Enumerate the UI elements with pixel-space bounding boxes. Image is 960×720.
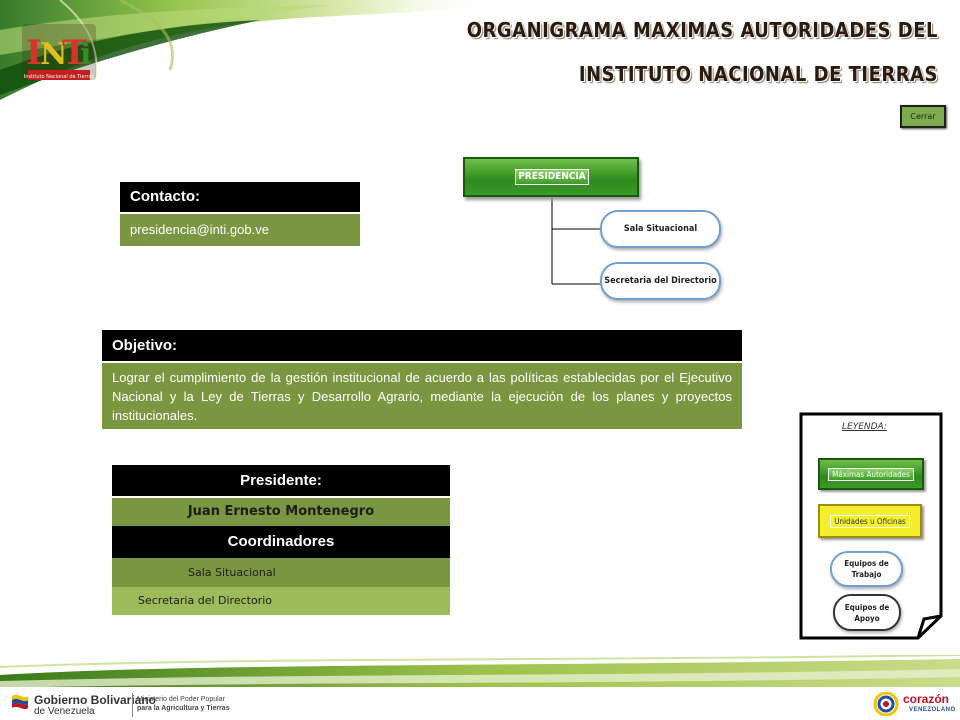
ministerio-line2: para la Agricultura y Tierras	[137, 705, 230, 712]
contact-email: presidencia@inti.gob.ve	[120, 214, 360, 246]
legend-maximas-autoridades: Máximas Autoridades	[818, 458, 924, 490]
page-title-line1: ORGANIGRAMA MAXIMAS AUTORIDADES DEL	[466, 18, 938, 42]
svg-text:N: N	[40, 37, 67, 72]
footer-divider	[132, 693, 133, 717]
legend-unidades-oficinas: Unidades u Oficinas	[818, 504, 922, 538]
coordinator-item: Secretaria del Directorio	[112, 587, 450, 615]
org-node-secretaria-directorio[interactable]: Secretaria del Directorio	[600, 262, 721, 300]
page-title-line2: INSTITUTO NACIONAL DE TIERRAS	[578, 62, 938, 86]
svg-text:i: i	[80, 37, 91, 72]
gobierno-line1: Gobierno Bolivariano	[34, 693, 157, 707]
president-name: Juan Ernesto Montenegro	[112, 498, 450, 526]
svg-text:T: T	[62, 33, 87, 73]
legend-title: LEYENDA:	[842, 422, 887, 432]
venezuela-flag-icon	[12, 694, 28, 710]
legend-equipos-apoyo: Equipos de Apoyo	[833, 594, 901, 631]
org-node-presidencia[interactable]	[463, 157, 639, 197]
org-node-sala-situacional[interactable]: Sala Situacional	[600, 210, 721, 248]
legend-maximas-label: Máximas Autoridades	[828, 467, 914, 481]
corazon-text: corazón	[903, 692, 950, 706]
legend-unidades-label: Unidades u Oficinas	[830, 514, 910, 528]
corazon-venezolano-icon	[873, 692, 899, 716]
footer-decoration	[0, 655, 960, 688]
objective-text: Lograr el cumplimiento de la gestión ins…	[102, 363, 742, 429]
coordinators-heading: Coordinadores	[112, 526, 450, 558]
venezolano-text: VENEZOLANO	[909, 707, 956, 713]
footer-bar	[0, 687, 960, 720]
close-button[interactable]: Cerrar	[900, 105, 946, 128]
coordinator-item: Sala Situacional	[112, 558, 450, 587]
org-connectors	[551, 195, 602, 285]
inti-logo: I N T i Instituto Nacional de Tierras	[22, 20, 96, 86]
objective-heading: Objetivo:	[102, 330, 742, 361]
header-decoration	[0, 0, 500, 100]
logo-caption: Instituto Nacional de Tierras	[24, 74, 95, 80]
legend-equipos-trabajo: Equipos de Trabajo	[830, 551, 903, 587]
org-node-presidencia-label: PRESIDENCIA	[515, 169, 589, 185]
gobierno-line2: de Venezuela	[34, 706, 95, 717]
president-heading: Presidente:	[112, 465, 450, 496]
ministerio-line1: Ministerio del Poder Popular	[137, 696, 225, 703]
contact-heading: Contacto:	[120, 182, 360, 212]
svg-text:I: I	[26, 33, 42, 73]
